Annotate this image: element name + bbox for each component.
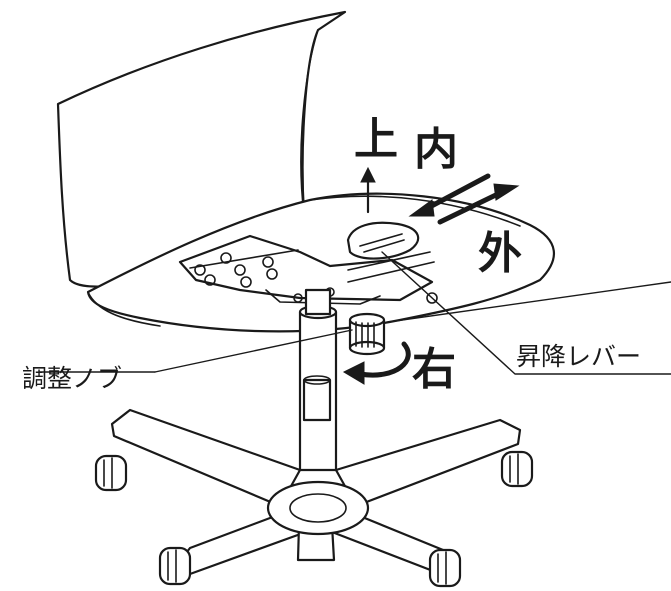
label-in: 内 <box>414 124 458 175</box>
lift-lever <box>346 221 435 283</box>
in-out-arrows <box>408 173 520 225</box>
caster-front-right <box>428 548 462 588</box>
casters <box>94 450 534 588</box>
label-right: 右 <box>412 344 456 395</box>
caster-left <box>94 454 128 492</box>
mechanism-plate <box>178 234 438 305</box>
label-up: 上 <box>354 114 398 165</box>
caster-front-left <box>158 546 192 586</box>
adjust-knob <box>348 312 386 356</box>
rotation-arrow <box>342 341 411 385</box>
leader-lines <box>39 251 671 375</box>
label-adjust-knob: 調整ノブ <box>22 364 123 393</box>
label-out: 外 <box>478 228 522 279</box>
caster-right <box>500 450 534 488</box>
gas-cylinder <box>298 288 338 472</box>
label-lift-lever: 昇降レバー <box>516 342 642 371</box>
star-base <box>110 408 522 578</box>
up-arrow <box>360 166 376 214</box>
